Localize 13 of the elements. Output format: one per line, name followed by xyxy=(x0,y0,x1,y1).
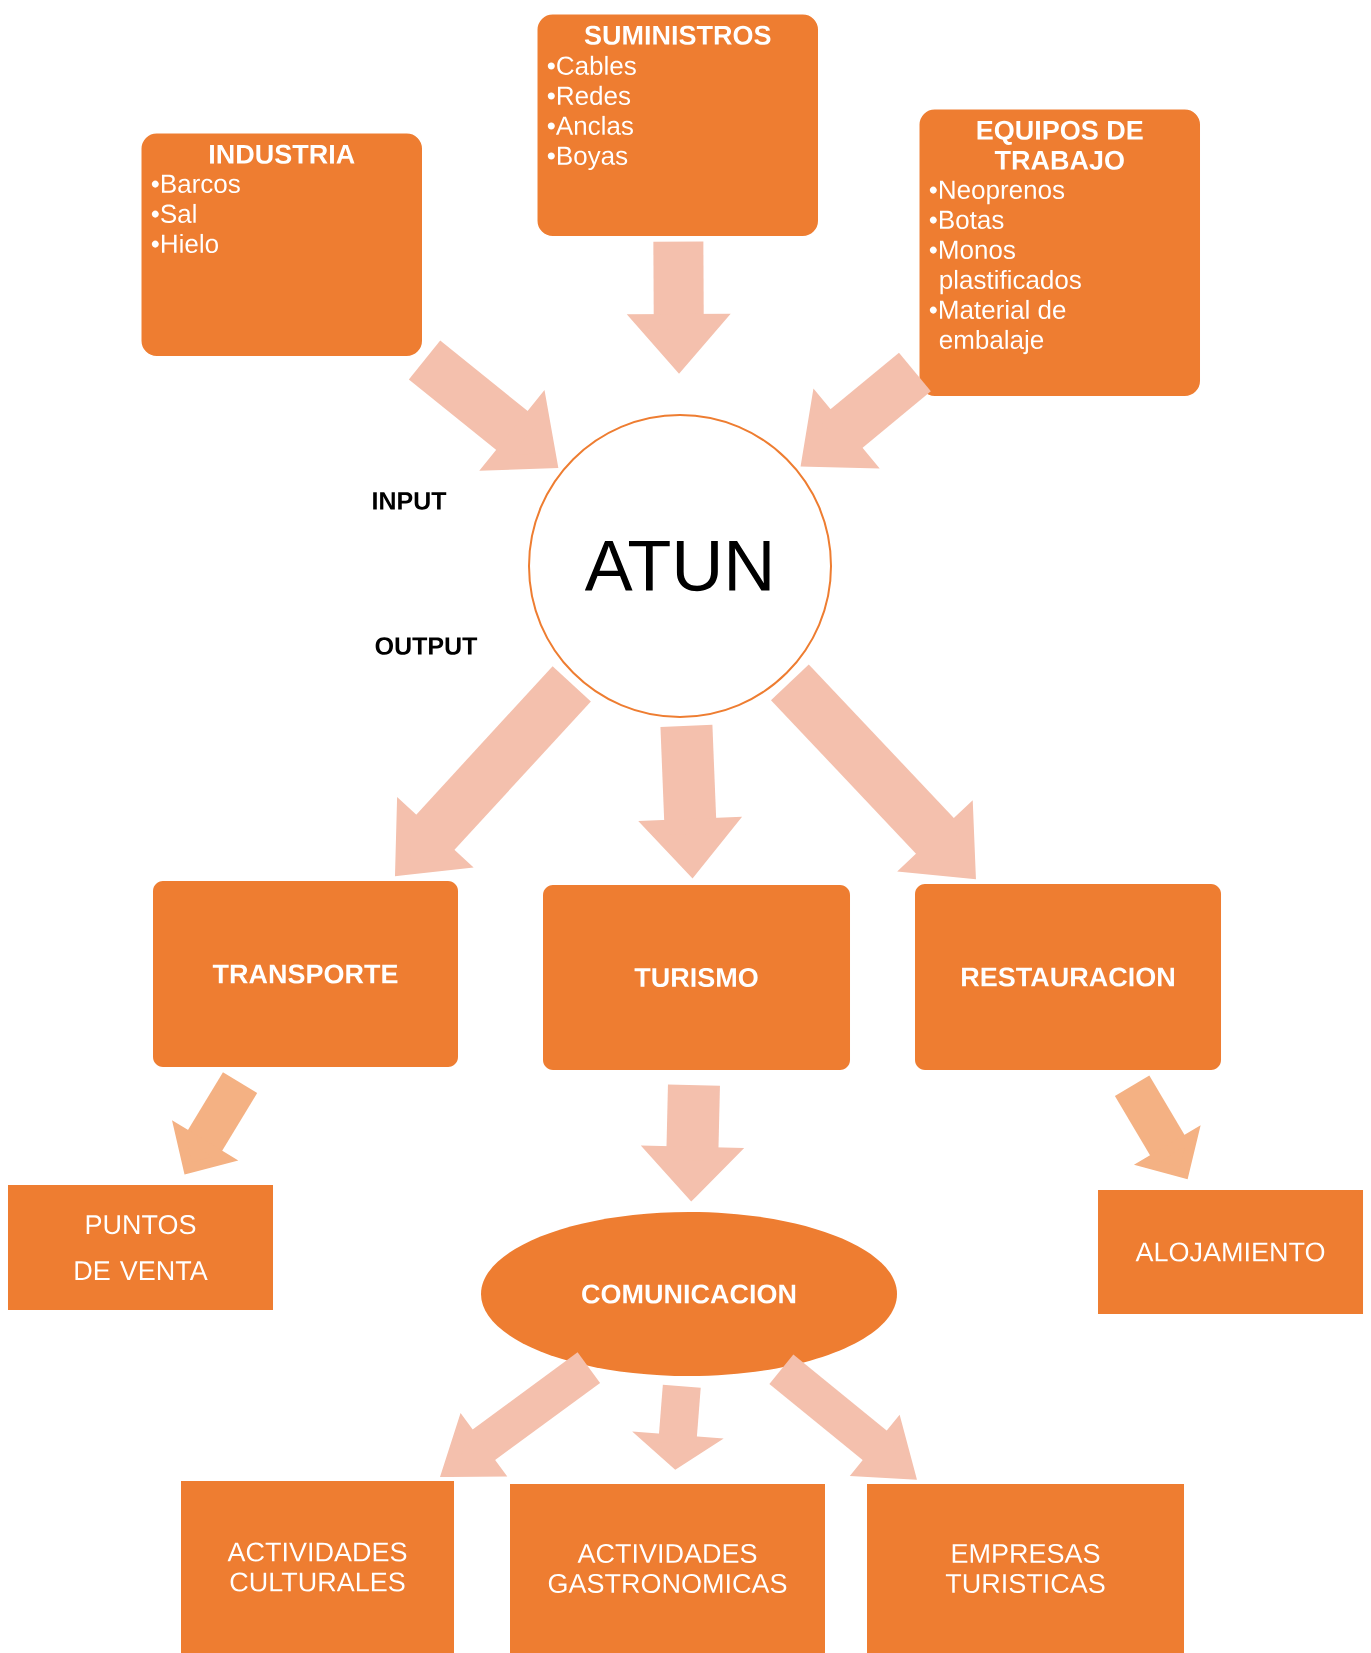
list-box: SUMINISTROS •Cables •Redes •Anclas •Boyas xyxy=(536,13,820,238)
process-box: TRANSPORTE xyxy=(153,881,458,1067)
process-box: RESTAURACION xyxy=(915,884,1221,1070)
list-box: INDUSTRIA •Barcos •Sal •Hielo xyxy=(140,132,424,358)
output-box: ACTIVIDADES CULTURALES xyxy=(181,1481,454,1653)
output-box: ACTIVIDADES GASTRONOMICAS xyxy=(510,1484,825,1653)
output-box: PUNTOS DE VENTA xyxy=(8,1185,273,1310)
label-text: INPUT xyxy=(373,492,447,510)
output-box: ALOJAMIENTO xyxy=(1098,1190,1363,1314)
process-box: TURISMO xyxy=(543,885,850,1070)
list-box: EQUIPOS DE TRABAJO •Neoprenos •Botas •Monos plastificados •Material de embalaje xyxy=(918,108,1202,398)
output-box: EMPRESAS TURISTICAS xyxy=(867,1484,1184,1653)
label-text: OUTPUT xyxy=(375,637,478,655)
